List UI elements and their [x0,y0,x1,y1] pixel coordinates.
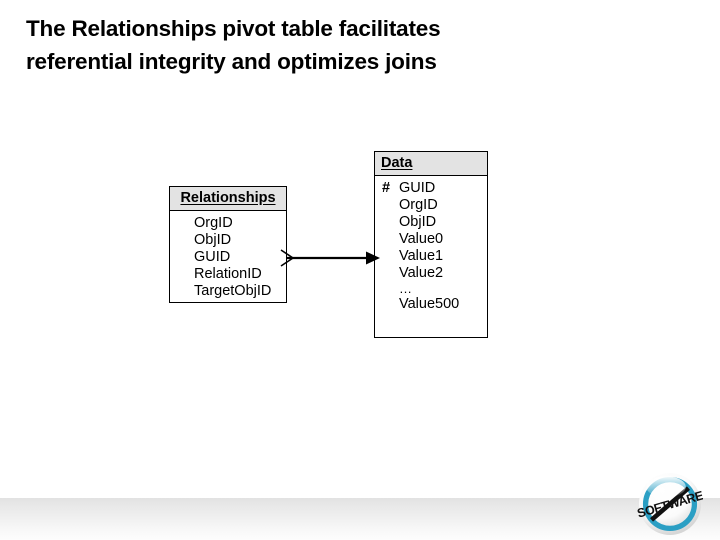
primary-key-icon: # [382,180,391,196]
entity-field: TargetObjID [194,283,272,299]
entity-field-list-relationships: OrgID ObjID GUID RelationID TargetObjID [170,211,286,305]
entity-field: OrgID [194,215,233,231]
entity-field-primary-key: # GUID [375,180,487,197]
entity-header-data: Data [375,152,487,176]
footer-band [0,498,720,540]
crows-foot-icon [280,249,294,267]
entity-field: OrgID [399,197,438,213]
no-software-logo: SOFTWARE [637,472,703,536]
entity-field: Value0 [399,231,444,247]
entity-field: GUID [194,249,231,265]
entity-title-relationships: Relationships [180,190,276,206]
entity-field: ObjID [399,214,437,230]
logo-gloss [646,476,686,498]
entity-field: Value500 [399,296,460,312]
entity-field-label: GUID [399,180,436,196]
entity-title-data: Data [381,155,413,171]
page-title-line-1: The Relationships pivot table facilitate… [26,16,441,41]
entity-box-relationships[interactable]: Relationships OrgID ObjID GUID RelationI… [169,186,287,303]
entity-field-list-data: # GUID OrgID ObjID Value0 Value1 Value2 …… [375,176,487,318]
page-title-line-2: referential integrity and optimizes join… [26,49,437,74]
arrowhead-icon [366,251,380,265]
entity-header-relationships: Relationships [170,187,286,211]
logo-slash [650,486,690,522]
entity-field: Value2 [399,265,444,281]
page-title: The Relationships pivot table facilitate… [26,12,626,78]
er-diagram: Relationships OrgID ObjID GUID RelationI… [169,151,488,338]
entity-field-ellipsis: … [399,281,413,296]
entity-box-data[interactable]: Data # GUID OrgID ObjID Value0 Value1 Val… [374,151,488,338]
relationship-connector [280,249,380,267]
entity-field: Value1 [399,248,444,264]
entity-field: RelationID [194,266,262,282]
entity-field: ObjID [194,232,232,248]
